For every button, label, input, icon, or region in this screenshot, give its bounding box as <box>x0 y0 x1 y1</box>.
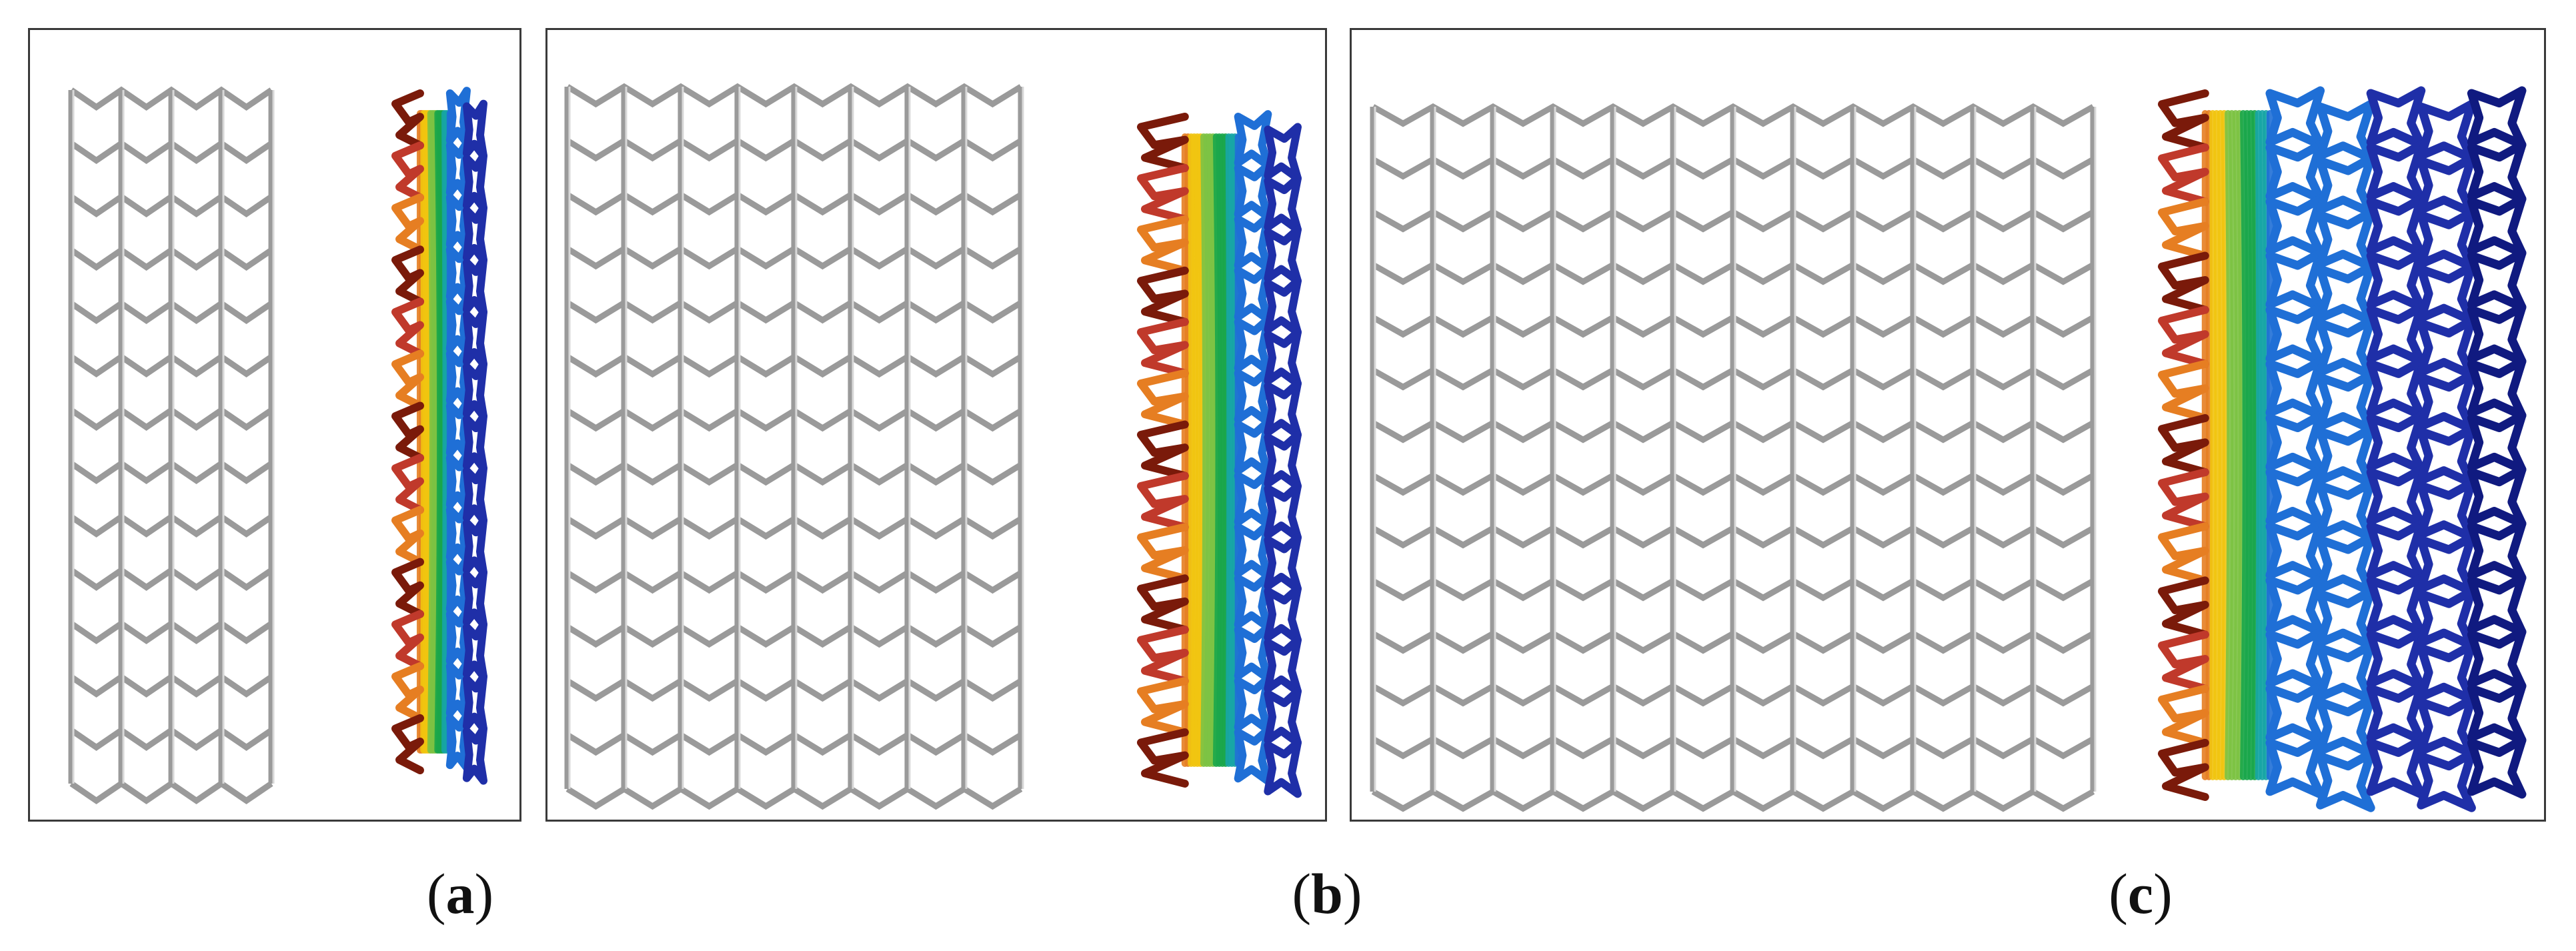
caption-a: (a) <box>426 862 494 926</box>
undeformed-lattice-b <box>564 83 1024 810</box>
panel-a-figure <box>68 86 487 805</box>
panel-c <box>1350 28 2546 822</box>
panel-c-figure <box>1370 86 2527 812</box>
panel-a <box>28 28 521 822</box>
deformed-lattice-b <box>1137 110 1302 798</box>
caption-b: (b) <box>1292 862 1362 926</box>
caption-c: (c) <box>2109 862 2173 926</box>
undeformed-lattice-c <box>1370 103 2097 812</box>
panel-b <box>545 28 1327 822</box>
panel-b-figure <box>564 83 1302 810</box>
undeformed-lattice-a <box>68 86 275 805</box>
deformed-lattice-a <box>391 87 487 785</box>
deformed-lattice-c <box>2158 86 2527 812</box>
